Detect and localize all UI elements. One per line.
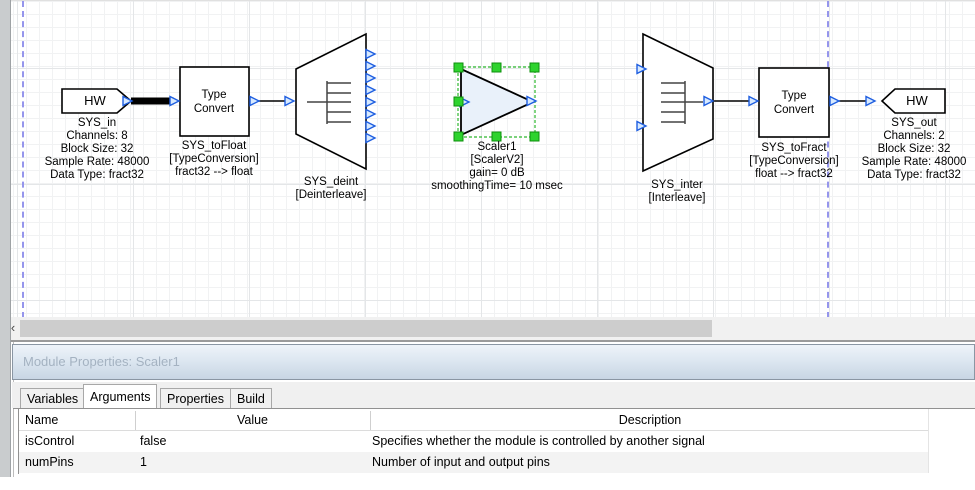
block-tc1-labels: SYS_toFloat [TypeConversion] fract32 -->… <box>169 140 259 178</box>
block-scaler-labels: Scaler1 [ScalerV2] gain= 0 dB smoothingT… <box>431 141 563 192</box>
svg-text:Channels: 8: Channels: 8 <box>66 130 127 142</box>
block-tc1-line1: Type <box>202 89 227 101</box>
header-underline <box>19 430 928 431</box>
pin-deint-out-8[interactable] <box>365 132 376 144</box>
module-properties-panel: Module Properties: Scaler1 Variables Arg… <box>0 342 975 490</box>
pin-deint-out-6[interactable] <box>365 108 376 120</box>
table-top-border <box>13 408 975 409</box>
block-tc1-line2: Convert <box>194 103 235 115</box>
block-type-convert-1[interactable]: Type Convert <box>169 66 260 137</box>
block-tc2-labels: SYS_toFract [TypeConversion] float --> f… <box>749 142 839 180</box>
tab-variables[interactable]: Variables <box>20 388 86 408</box>
svg-text:[ScalerV2]: [ScalerV2] <box>470 154 523 166</box>
column-header-description[interactable]: Description <box>618 413 682 427</box>
block-hw-in-title: HW <box>84 93 106 108</box>
pin-tc1-in[interactable] <box>169 95 180 107</box>
svg-text:fract32 --> float: fract32 --> float <box>175 166 253 178</box>
svg-text:SYS_deint: SYS_deint <box>304 176 359 188</box>
svg-text:SYS_toFract: SYS_toFract <box>761 142 827 154</box>
table-row[interactable]: isControl false Specifies whether the mo… <box>19 431 928 452</box>
pin-deint-out-4[interactable] <box>365 84 376 96</box>
pin-tc2-in[interactable] <box>748 95 759 107</box>
svg-text:Channels: 2: Channels: 2 <box>883 130 944 142</box>
svg-text:SYS_out: SYS_out <box>891 117 937 129</box>
block-inter-labels: SYS_inter [Interleave] <box>649 179 706 204</box>
block-hw-in[interactable]: HW <box>61 88 133 114</box>
pin-deint-out-2[interactable] <box>365 60 376 72</box>
svg-text:smoothingTime= 10 msec: smoothingTime= 10 msec <box>431 180 563 192</box>
svg-text:SYS_inter: SYS_inter <box>651 179 703 191</box>
block-hw-in-labels: SYS_in Channels: 8 Block Size: 32 Sample… <box>45 117 150 181</box>
selection-handles[interactable] <box>453 62 540 142</box>
pin-hw-out-in[interactable] <box>865 95 876 107</box>
tab-properties[interactable]: Properties <box>160 388 231 408</box>
column-separator-2[interactable] <box>370 411 371 430</box>
block-tc2-line2: Convert <box>774 104 815 116</box>
scrollbar-thumb[interactable] <box>20 320 712 337</box>
panel-left-border <box>13 342 14 477</box>
block-type-convert-2[interactable]: Type Convert <box>748 67 840 138</box>
svg-text:Scaler1: Scaler1 <box>478 141 517 153</box>
svg-text:Data Type: fract32: Data Type: fract32 <box>867 169 961 181</box>
svg-text:[Deinterleave]: [Deinterleave] <box>296 189 367 201</box>
schematic-layer: HW SYS_in Channels: 8 Block Size: 32 Sam… <box>45 32 967 204</box>
svg-text:[TypeConversion]: [TypeConversion] <box>169 153 259 165</box>
svg-text:[TypeConversion]: [TypeConversion] <box>749 155 839 167</box>
cell-value[interactable]: 1 <box>140 455 147 469</box>
svg-text:SYS_toFloat: SYS_toFloat <box>182 140 247 152</box>
table-left-border <box>18 408 19 474</box>
block-tc2-line1: Type <box>782 90 807 102</box>
svg-text:Sample Rate: 48000: Sample Rate: 48000 <box>862 156 967 168</box>
pin-deint-out-7[interactable] <box>365 120 376 132</box>
interleave-glyph <box>661 81 703 124</box>
cell-description: Specifies whether the module is controll… <box>372 434 705 448</box>
pin-deint-out-1[interactable] <box>365 48 376 60</box>
tab-arguments[interactable]: Arguments <box>83 384 158 408</box>
block-interleave[interactable] <box>636 32 714 173</box>
module-properties-title: Module Properties: Scaler1 <box>23 354 180 369</box>
svg-text:gain= 0 dB: gain= 0 dB <box>469 167 525 179</box>
module-properties-header: Module Properties: Scaler1 <box>12 344 975 380</box>
svg-text:float --> fract32: float --> fract32 <box>755 168 833 180</box>
left-edge-strip <box>0 0 11 477</box>
table-right-border <box>928 409 929 473</box>
pin-tc2-out[interactable] <box>829 95 840 107</box>
tab-bar: Variables Arguments Properties Build <box>12 382 975 408</box>
svg-text:Data Type: fract32: Data Type: fract32 <box>50 169 144 181</box>
cell-description: Number of input and output pins <box>372 455 550 469</box>
block-deinterleave[interactable] <box>284 32 376 171</box>
horizontal-scrollbar[interactable]: ‹ <box>0 317 975 342</box>
block-hw-out-title: HW <box>906 93 928 108</box>
page-boundary-guide-left <box>22 1 24 318</box>
table-row[interactable]: numPins 1 Number of input and output pin… <box>19 452 928 473</box>
svg-text:Block Size: 32: Block Size: 32 <box>878 143 951 155</box>
scroll-left-arrow-icon[interactable]: ‹ <box>10 320 16 335</box>
page-boundary-guide-right <box>827 1 829 318</box>
svg-text:Block Size: 32: Block Size: 32 <box>61 143 134 155</box>
pin-deint-out-3[interactable] <box>365 72 376 84</box>
column-header-name[interactable]: Name <box>25 413 59 427</box>
block-deint-labels: SYS_deint [Deinterleave] <box>296 176 367 201</box>
svg-text:[Interleave]: [Interleave] <box>649 192 706 204</box>
deinterleave-glyph <box>307 81 351 124</box>
svg-text:Sample Rate: 48000: Sample Rate: 48000 <box>45 156 150 168</box>
pin-deint-out-5[interactable] <box>365 96 376 108</box>
block-hw-out-labels: SYS_out Channels: 2 Block Size: 32 Sampl… <box>862 117 967 181</box>
block-hw-out[interactable]: HW <box>865 88 946 114</box>
column-separator-1[interactable] <box>135 411 136 430</box>
pin-tc1-out[interactable] <box>249 95 260 107</box>
cell-value[interactable]: false <box>140 434 167 448</box>
cell-name: isControl <box>25 434 75 448</box>
cell-name: numPins <box>25 455 74 469</box>
pin-deint-in[interactable] <box>284 95 295 107</box>
tab-build[interactable]: Build <box>230 388 272 408</box>
block-scaler1[interactable] <box>453 62 540 142</box>
design-canvas[interactable]: HW SYS_in Channels: 8 Block Size: 32 Sam… <box>0 0 975 318</box>
svg-text:SYS_in: SYS_in <box>78 117 116 129</box>
column-header-value[interactable]: Value <box>236 413 269 427</box>
